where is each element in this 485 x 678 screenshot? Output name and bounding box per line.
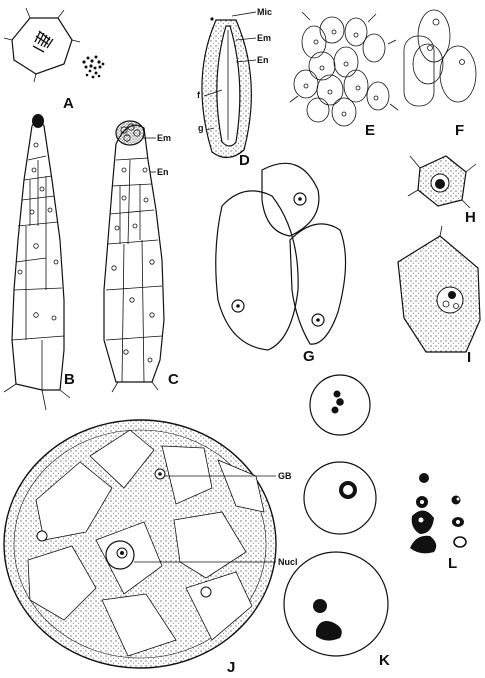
panel-j-cell [4, 420, 276, 668]
panel-d-callout-g: g [198, 123, 204, 133]
panel-d-label: D [239, 152, 250, 169]
panel-l-label: L [448, 555, 457, 572]
panel-a-label: A [63, 95, 74, 112]
panel-a-chromosome-cluster [82, 56, 104, 79]
panel-c-callout-en: En [157, 167, 169, 177]
panel-b-label: B [64, 371, 75, 388]
panel-d-callout-f: f [197, 90, 201, 100]
panel-a-chromosomes [33, 31, 53, 52]
panel-j-callout-gb: GB [278, 471, 292, 481]
panel-e-label: E [365, 122, 375, 139]
panel-j-label: J [227, 659, 235, 676]
panel-i-label: I [467, 349, 471, 366]
panel-c-nuclei [112, 168, 154, 362]
panel-h-cell [408, 156, 476, 208]
panel-f-cells [404, 10, 476, 106]
panel-h-label: H [465, 209, 476, 226]
panel-a-cell [4, 8, 80, 82]
panel-d-callout-en: En [257, 55, 269, 65]
panel-c-label: C [168, 371, 179, 388]
panel-j-callout-nucl: Nucl [278, 557, 298, 567]
panel-e-cell-cluster [290, 12, 398, 126]
panel-c-embryo-tip [116, 121, 144, 145]
panel-f-label: F [455, 122, 464, 139]
panel-c-callout-em: Em [157, 133, 171, 143]
panel-d-callout-mic: Mic [257, 7, 272, 17]
panel-g-label: G [303, 348, 315, 365]
panel-c-tissue [104, 121, 164, 392]
panel-k-nuclei [284, 375, 388, 656]
panel-g-cells [216, 163, 346, 350]
panel-i-cell [398, 226, 480, 352]
panel-b-tissue [4, 114, 70, 410]
panel-d-callout-em: Em [257, 33, 271, 43]
panel-l-nucleoli [410, 473, 466, 553]
panel-k-label: K [379, 652, 390, 669]
panel-d-seed [202, 12, 256, 158]
